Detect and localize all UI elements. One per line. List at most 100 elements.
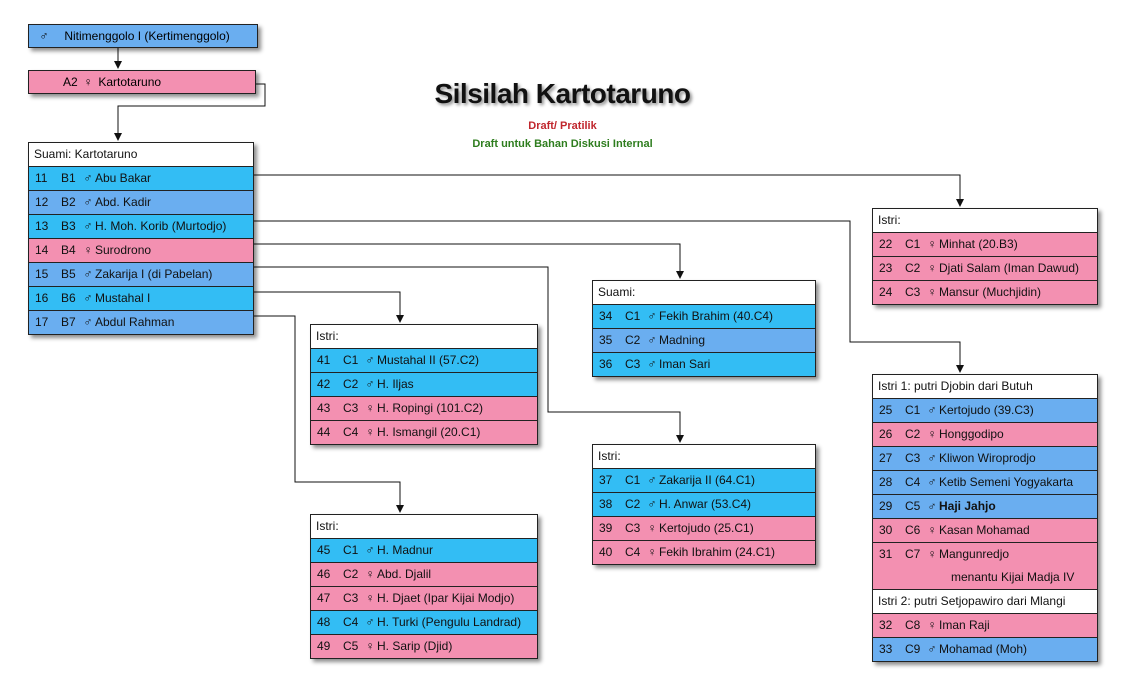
member-number: 27	[879, 451, 893, 465]
member-name: H. Moh. Korib (Murtodjo)	[95, 219, 227, 233]
member-name: H. Anwar (53.C4)	[659, 497, 752, 511]
member-code: C3	[905, 451, 921, 465]
member-code: C3	[905, 285, 921, 299]
male-symbol: ♂	[365, 543, 375, 557]
member-name: H. Turki (Pengulu Landrad)	[377, 615, 522, 629]
member-name: Fekih Ibrahim (24.C1)	[659, 545, 776, 559]
male-symbol: ♂	[83, 195, 93, 209]
member-name: H. Madnur	[377, 543, 434, 557]
female-symbol: ♀	[927, 523, 937, 537]
page-title: Silsilah Kartotaruno	[434, 78, 691, 109]
member-code: C9	[905, 642, 921, 656]
female-symbol: ♀	[927, 547, 937, 561]
member-name: H. Iljas	[377, 377, 414, 391]
member-number: 26	[879, 427, 893, 441]
member-note: menantu Kijai Madja IV	[951, 570, 1075, 584]
member-name: Iman Raji	[939, 618, 990, 632]
male-symbol: ♂	[647, 497, 657, 511]
member-name: Mohamad (Moh)	[939, 642, 1028, 656]
member-number: 22	[879, 237, 893, 251]
female-symbol: ♀	[365, 401, 375, 415]
member-code: C5	[343, 639, 359, 653]
member-code: C1	[343, 543, 359, 557]
member-code: C5	[905, 499, 921, 513]
member-name: Mangunredjo	[939, 547, 1010, 561]
member-code: C6	[905, 523, 921, 537]
female-symbol: ♀	[83, 75, 93, 89]
member-number: 13	[35, 219, 49, 233]
male-symbol: ♂	[83, 267, 93, 281]
main-family-header: Suami: Kartotaruno	[29, 143, 253, 166]
male-symbol: ♂	[83, 315, 93, 329]
male-symbol: ♂	[365, 377, 375, 391]
connector-b5-to-b5-family	[253, 266, 684, 443]
female-symbol: ♀	[927, 618, 937, 632]
connector-b6-to-b6-family	[253, 291, 404, 323]
member-number: 33	[879, 642, 893, 656]
member-name: Zakarija I (di Pabelan)	[95, 267, 213, 281]
male-symbol: ♂	[927, 499, 937, 513]
member-name: Kasan Mohamad	[939, 523, 1030, 537]
male-symbol: ♂	[365, 615, 375, 629]
member-name: Minhat (20.B3)	[939, 237, 1018, 251]
member-name: Honggodipo	[939, 427, 1004, 441]
family-header: Istri:	[873, 209, 1097, 232]
member-number: 40	[599, 545, 613, 559]
male-symbol: ♂	[365, 353, 375, 367]
member-number: 16	[35, 291, 49, 305]
member-code: C8	[905, 618, 921, 632]
male-symbol: ♂	[927, 475, 937, 489]
connector-b1-to-b1-family	[253, 174, 964, 207]
female-symbol: ♀	[647, 545, 657, 559]
female-symbol: ♀	[83, 243, 93, 257]
member-number: 24	[879, 285, 893, 299]
member-number: 43	[317, 401, 331, 415]
female-symbol: ♀	[365, 639, 375, 653]
connector-b4-to-b4-family	[253, 243, 684, 279]
member-number: 41	[317, 353, 331, 367]
member-name: H. Djaet (Ipar Kijai Modjo)	[377, 591, 515, 605]
member-name: H. Ropingi (101.C2)	[377, 401, 484, 415]
member-code: C4	[625, 545, 641, 559]
a2-code: A2	[63, 75, 78, 89]
root-person-name: Nitimenggolo I (Kertimenggolo)	[64, 29, 230, 43]
female-symbol: ♀	[927, 285, 937, 299]
member-code: C3	[625, 521, 641, 535]
family-header: Suami:	[593, 281, 815, 304]
member-number: 42	[317, 377, 331, 391]
member-name: Ketib Semeni Yogyakarta	[939, 475, 1074, 489]
member-code: C3	[625, 357, 641, 371]
draft-subtitle: Draft/ Pratilik	[528, 120, 597, 132]
member-number: 32	[879, 618, 893, 632]
member-name: Fekih Brahim (40.C4)	[659, 309, 774, 323]
member-code: C1	[905, 237, 921, 251]
female-symbol: ♀	[927, 427, 937, 441]
member-code: B2	[61, 195, 76, 209]
member-code: C4	[343, 425, 359, 439]
member-name: H. Ismangil (20.C1)	[377, 425, 481, 439]
member-code: C2	[343, 567, 359, 581]
member-number: 14	[35, 243, 49, 257]
member-number: 25	[879, 403, 893, 417]
